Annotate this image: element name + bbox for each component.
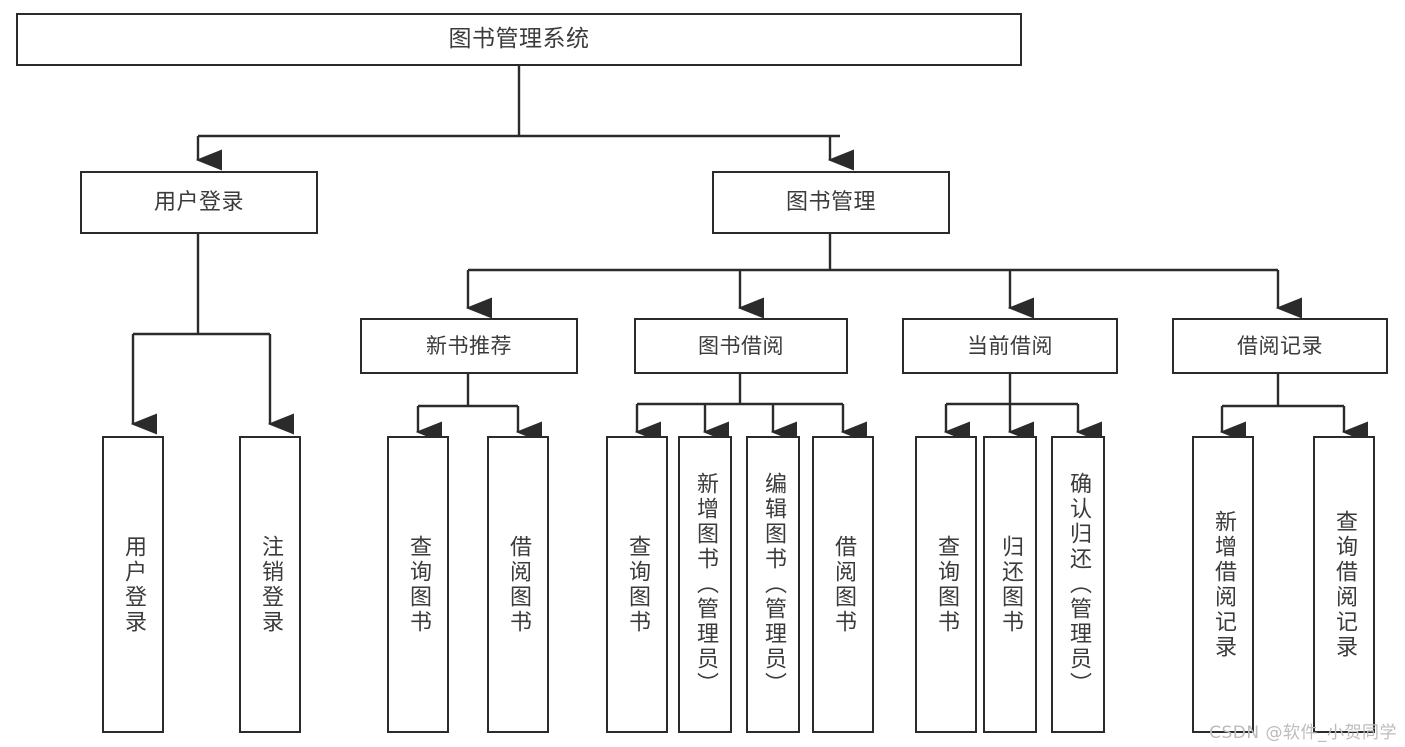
node-label: 确认归还（管理员） <box>1065 472 1091 697</box>
node-label: 用户登录 <box>120 534 146 635</box>
leaf-recommend-query-book[interactable]: 查询图书 <box>387 436 449 733</box>
csdn-watermark: CSDN @软件_小贺同学 <box>1209 723 1397 743</box>
leaf-borrow-add-book-admin[interactable]: 新增图书（管理员） <box>678 436 732 733</box>
leaf-current-query-book[interactable]: 查询图书 <box>915 436 977 733</box>
leaf-recommend-borrow-book[interactable]: 借阅图书 <box>487 436 549 733</box>
leaf-user-login-login[interactable]: 用户登录 <box>102 436 164 733</box>
leaf-user-login-logout[interactable]: 注销登录 <box>239 436 301 733</box>
node-label: 查询图书 <box>405 534 431 635</box>
node-label: 借阅图书 <box>505 534 531 635</box>
leaf-current-confirm-return-admin[interactable]: 确认归还（管理员） <box>1051 436 1105 733</box>
node-user-login[interactable]: 用户登录 <box>80 171 318 234</box>
node-borrow-record[interactable]: 借阅记录 <box>1172 318 1388 374</box>
node-label: 查询借阅记录 <box>1331 509 1357 660</box>
node-label: 归还图书 <box>997 534 1023 635</box>
node-label: 新增图书（管理员） <box>692 472 718 697</box>
node-label: 用户登录 <box>153 189 244 215</box>
node-label: 查询图书 <box>624 534 650 635</box>
node-label: 借阅图书 <box>830 534 856 635</box>
node-label: 借阅记录 <box>1237 333 1323 358</box>
node-label: 当前借阅 <box>967 333 1053 358</box>
leaf-current-return-book[interactable]: 归还图书 <box>983 436 1037 733</box>
node-new-book-recommend[interactable]: 新书推荐 <box>360 318 578 374</box>
node-label: 查询图书 <box>933 534 959 635</box>
leaf-record-add-record[interactable]: 新增借阅记录 <box>1192 436 1254 733</box>
node-root-system[interactable]: 图书管理系统 <box>16 13 1022 66</box>
node-label: 新增借阅记录 <box>1210 509 1236 660</box>
node-label: 编辑图书（管理员） <box>760 472 786 697</box>
node-label: 新书推荐 <box>426 333 512 358</box>
leaf-borrow-query-book[interactable]: 查询图书 <box>606 436 668 733</box>
node-label: 图书管理 <box>785 189 876 215</box>
node-label: 图书管理系统 <box>448 25 590 52</box>
leaf-record-query-record[interactable]: 查询借阅记录 <box>1313 436 1375 733</box>
node-label: 图书借阅 <box>698 333 784 358</box>
node-book-borrow[interactable]: 图书借阅 <box>634 318 848 374</box>
node-current-borrow[interactable]: 当前借阅 <box>902 318 1118 374</box>
leaf-borrow-borrow-book[interactable]: 借阅图书 <box>812 436 874 733</box>
node-label: 注销登录 <box>257 534 283 635</box>
leaf-borrow-edit-book-admin[interactable]: 编辑图书（管理员） <box>746 436 800 733</box>
node-book-management[interactable]: 图书管理 <box>712 171 950 234</box>
